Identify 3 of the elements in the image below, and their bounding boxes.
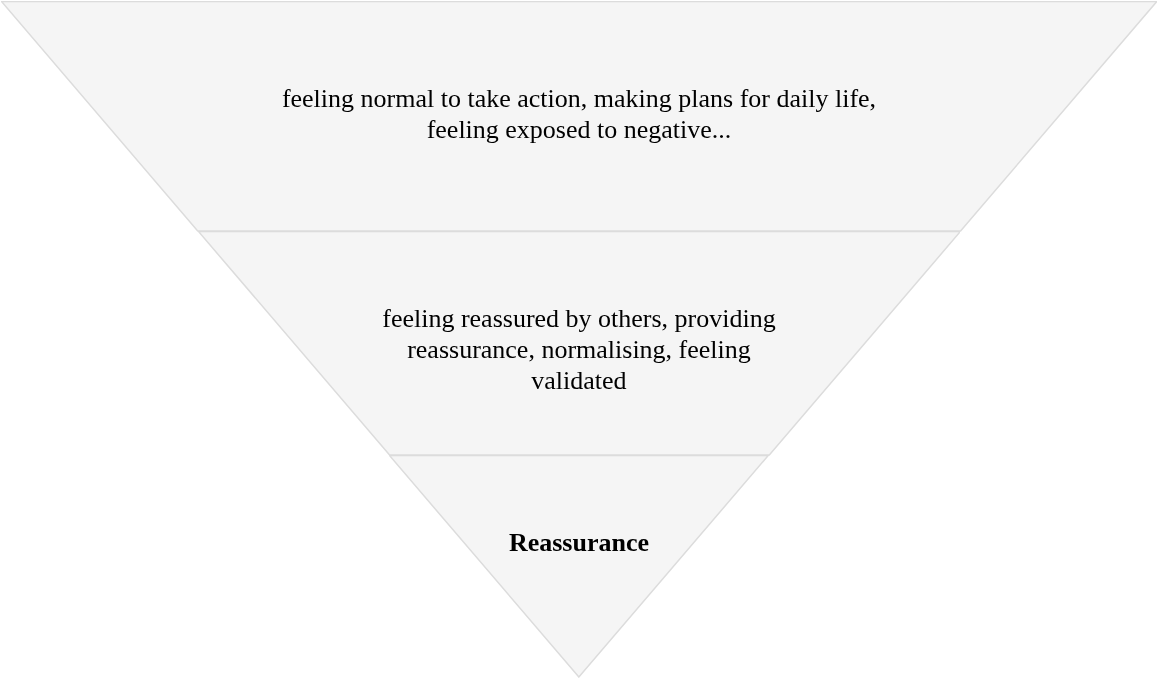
band-text: feeling reassured by others, providing reassurance, normalising, feeling validated	[381, 303, 777, 396]
band-text: Reassurance	[507, 527, 651, 558]
band-text: feeling normal to take action, making plans for daily life, feeling exposed to negative...	[280, 83, 878, 145]
